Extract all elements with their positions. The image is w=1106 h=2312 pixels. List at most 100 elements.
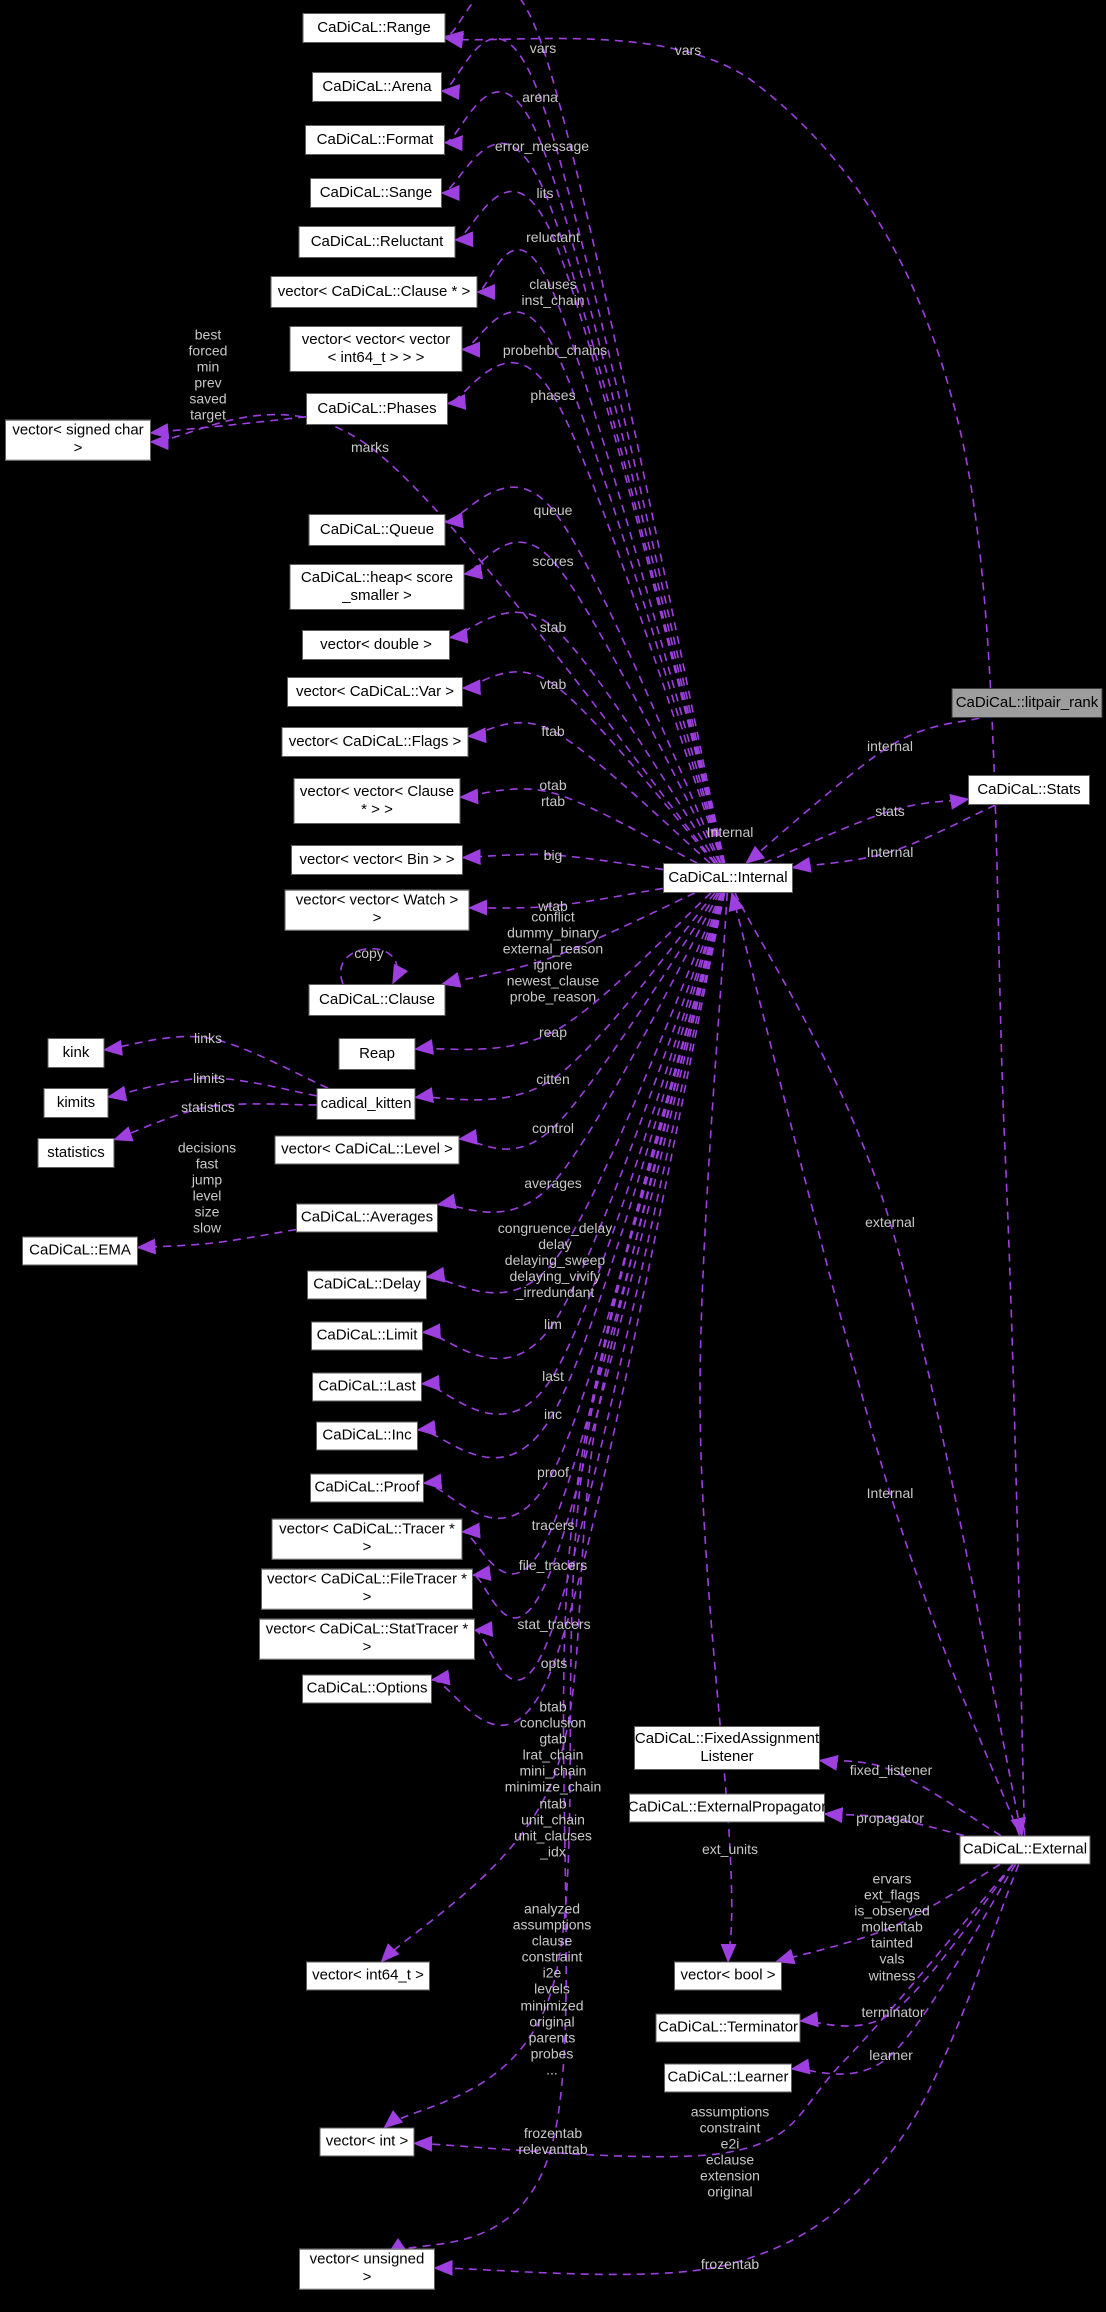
edge <box>112 1103 317 1142</box>
edge <box>413 892 716 1103</box>
edge <box>798 1863 1014 2028</box>
edge <box>443 91 725 864</box>
edge <box>106 1077 317 1102</box>
node-vec_clause_ptr[interactable]: vector< CaDiCaL::Clause * > <box>270 276 478 308</box>
node-reluctant[interactable]: CaDiCaL::Reluctant <box>298 226 456 258</box>
edge <box>774 1863 1001 1965</box>
edge <box>461 671 716 864</box>
node-vec_tracer[interactable]: vector< CaDiCaL::Tracer * > <box>271 1518 463 1560</box>
edge <box>790 1864 1017 2075</box>
node-vec_vec_bin[interactable]: vector< vector< Bin > > <box>291 845 463 875</box>
edge <box>461 849 664 871</box>
edge <box>466 721 711 864</box>
edge <box>102 1035 329 1089</box>
node-vec_bool[interactable]: vector< bool > <box>674 1961 782 1991</box>
node-vec_var[interactable]: vector< CaDiCaL::Var > <box>287 677 463 707</box>
edge <box>763 793 970 864</box>
edge <box>440 892 696 988</box>
edge <box>460 892 725 1575</box>
edge <box>823 1807 965 1837</box>
node-averages[interactable]: CaDiCaL::Averages <box>296 1203 438 1233</box>
node-extprop[interactable]: CaDiCaL::ExternalPropagator <box>628 1793 826 1823</box>
node-vec_int[interactable]: vector< int > <box>319 2127 415 2157</box>
node-learner[interactable]: CaDiCaL::Learner <box>664 2063 792 2093</box>
edge <box>473 892 726 1681</box>
edge <box>458 788 698 864</box>
edge <box>430 892 726 1727</box>
node-arena[interactable]: CaDiCaL::Arena <box>312 72 442 102</box>
edge <box>734 892 1027 1838</box>
edge <box>462 541 721 864</box>
node-heap[interactable]: CaDiCaL::heap< score _smaller > <box>289 564 465 610</box>
edge <box>149 413 717 864</box>
node-limit[interactable]: CaDiCaL::Limit <box>311 1321 423 1351</box>
edge <box>448 611 719 864</box>
edge <box>745 717 980 865</box>
edge <box>440 37 726 864</box>
node-clause[interactable]: CaDiCaL::Clause <box>308 984 446 1016</box>
edge <box>443 486 722 864</box>
edge <box>699 892 737 1964</box>
node-external[interactable]: CaDiCaL::External <box>959 1835 1091 1865</box>
edge <box>416 892 724 1459</box>
node-vec_signed_char[interactable]: vector< signed char > <box>5 419 151 461</box>
node-vec_double[interactable]: vector< double > <box>302 630 450 660</box>
edge <box>475 248 725 864</box>
edge <box>467 887 664 916</box>
edge <box>728 891 1021 1836</box>
edge <box>422 892 725 1520</box>
edge <box>386 892 726 2256</box>
edge <box>791 804 996 873</box>
edge <box>440 142 725 864</box>
node-ema[interactable]: CaDiCaL::EMA <box>22 1236 138 1266</box>
node-terminator[interactable]: CaDiCaL::Terminator <box>655 2013 801 2043</box>
node-vec3_int64[interactable]: vector< vector< vector < int64_t > > > <box>289 326 463 372</box>
node-vec_vec_clause[interactable]: vector< vector< Clause * > > <box>293 778 461 824</box>
node-sange[interactable]: CaDiCaL::Sange <box>310 178 442 208</box>
node-stats[interactable]: CaDiCaL::Stats <box>968 775 1090 805</box>
edge <box>433 1864 1020 2276</box>
edge <box>339 947 409 985</box>
node-format[interactable]: CaDiCaL::Format <box>305 125 445 155</box>
edge <box>818 1754 1002 1837</box>
node-kink[interactable]: kink <box>47 1038 105 1068</box>
node-queue[interactable]: CaDiCaL::Queue <box>308 514 446 546</box>
node-kimits[interactable]: kimits <box>43 1088 109 1118</box>
node-vec_filetracer[interactable]: vector< CaDiCaL::FileTracer * > <box>261 1568 473 1610</box>
node-proof[interactable]: CaDiCaL::Proof <box>310 1473 424 1503</box>
edge <box>413 892 712 1055</box>
edge <box>453 190 725 864</box>
node-vec_level[interactable]: vector< CaDiCaL::Level > <box>274 1135 460 1165</box>
node-fal[interactable]: CaDiCaL::FixedAssignment Listener <box>634 1726 820 1770</box>
node-range[interactable]: CaDiCaL::Range <box>302 13 446 43</box>
edge <box>471 892 725 1619</box>
node-statistics[interactable]: statistics <box>37 1138 115 1168</box>
node-phases[interactable]: CaDiCaL::Phases <box>306 393 448 425</box>
edge <box>412 1863 1014 2158</box>
node-vec_flags[interactable]: vector< CaDiCaL::Flags > <box>281 727 469 757</box>
node-vec_unsigned[interactable]: vector< unsigned > <box>299 2248 435 2290</box>
edge <box>420 892 724 1415</box>
node-reap[interactable]: Reap <box>338 1038 416 1070</box>
node-litpair[interactable]: CaDiCaL::litpair_rank <box>951 688 1103 718</box>
node-options[interactable]: CaDiCaL::Options <box>302 1674 432 1704</box>
edge <box>383 892 726 2129</box>
edge <box>421 892 723 1360</box>
node-vec_stattracer[interactable]: vector< CaDiCaL::StatTracer * > <box>259 1618 475 1660</box>
node-vec_int64[interactable]: vector< int64_t > <box>306 1961 430 1991</box>
node-vec_vec_watch[interactable]: vector< vector< Watch > > <box>284 889 470 931</box>
edge <box>457 892 719 1150</box>
edge <box>425 892 722 1294</box>
node-delay[interactable]: CaDiCaL::Delay <box>307 1270 427 1300</box>
node-last[interactable]: CaDiCaL::Last <box>312 1372 422 1402</box>
edge <box>460 311 724 864</box>
edge <box>436 892 721 1213</box>
node-inc[interactable]: CaDiCaL::Inc <box>316 1421 418 1451</box>
node-kitten[interactable]: cadical_kitten <box>316 1088 416 1120</box>
edge <box>136 1228 297 1255</box>
edge <box>149 415 307 439</box>
node-internal[interactable]: CaDiCaL::Internal <box>663 863 793 893</box>
edge <box>443 32 1026 1836</box>
